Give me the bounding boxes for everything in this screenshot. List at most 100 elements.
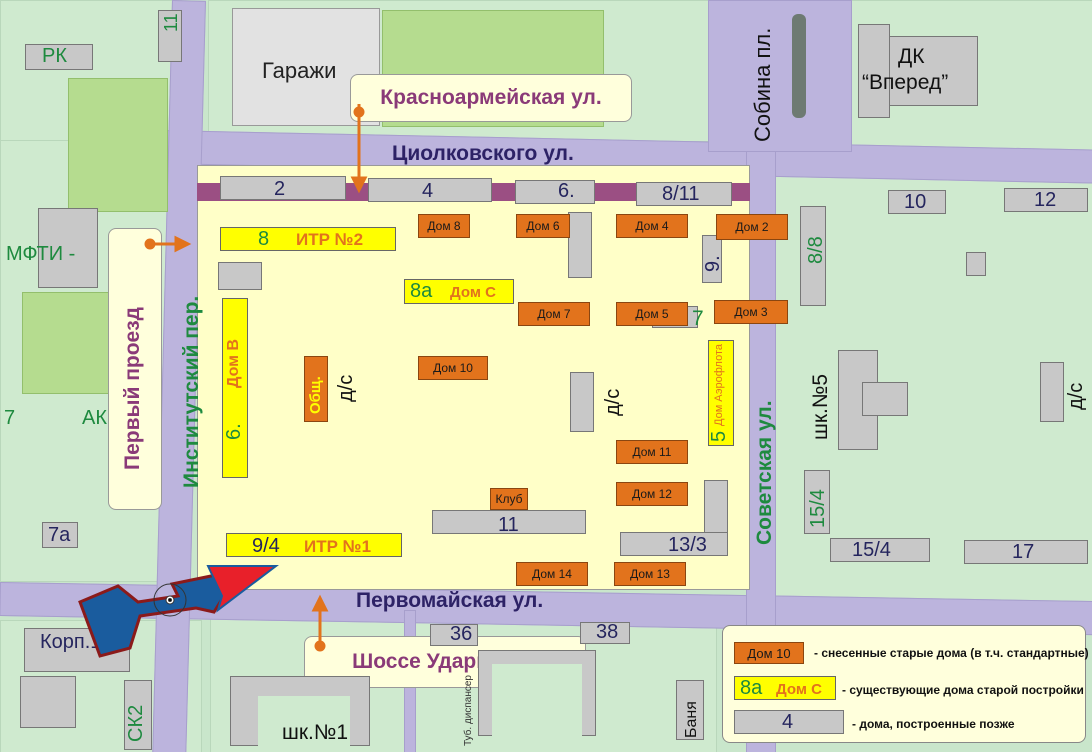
building-7a-label: 7а <box>48 524 71 546</box>
building-4-label: 4 <box>422 180 434 202</box>
dom4: Дом 4 <box>616 214 688 238</box>
dom14: Дом 14 <box>516 562 588 586</box>
callout-connector-shosse <box>311 594 329 652</box>
building-38 <box>580 622 630 644</box>
building-small-right <box>966 252 986 276</box>
building-17-label: 17 <box>1012 541 1035 563</box>
sk2-building <box>124 680 152 750</box>
dom5: Дом 5 <box>616 302 688 326</box>
building-ds-middle <box>570 372 594 432</box>
obshch-building <box>304 356 328 422</box>
building-12 <box>1004 188 1088 212</box>
building-6-wing <box>568 212 592 278</box>
mfti-building <box>38 208 98 288</box>
domc-name: Дом С <box>450 284 496 301</box>
legend-item2-num: 8а <box>740 677 763 699</box>
building-6-label: 6. <box>558 180 575 202</box>
building-6 <box>515 180 595 204</box>
ak-label: АК <box>82 407 107 429</box>
legend-yellow-swatch <box>734 676 836 700</box>
building-13-3 <box>620 532 728 556</box>
dk-label-line1: ДК <box>898 45 925 68</box>
legend-item1-text: - снесенные старые дома (в т.ч. стандарт… <box>814 646 1089 660</box>
school1-courtyard <box>258 696 350 752</box>
building-2 <box>220 176 346 200</box>
itr2-building <box>220 227 396 251</box>
dom2: Дом 2 <box>716 214 788 240</box>
green-area-left-mid <box>22 292 110 394</box>
legend-orange-swatch: Дом 10 <box>734 642 804 664</box>
garages-label: Гаражи <box>262 58 337 83</box>
building-10 <box>888 190 946 214</box>
itr1-building <box>226 533 402 557</box>
building-36-label: 36 <box>450 623 473 645</box>
building-11-label: 11 <box>498 514 519 536</box>
domb-building <box>222 298 248 478</box>
legend-gray-swatch <box>734 710 844 734</box>
legend-item2-text: - существующие дома старой постройки <box>842 683 1084 697</box>
callout-pervy-proezd <box>108 228 162 510</box>
building-8-11 <box>636 182 732 206</box>
itr1-number: 9/4 <box>252 535 280 557</box>
building-7a <box>42 522 78 548</box>
callout-krasnoarmeyskaya: Красноармейская ул. <box>350 74 632 122</box>
banya-building <box>676 680 704 740</box>
legend-item3-label: 4 <box>782 711 794 733</box>
building-38-label: 38 <box>596 621 619 643</box>
domc-building <box>404 279 514 304</box>
building-36 <box>430 624 478 646</box>
domc-number: 8а <box>410 280 433 302</box>
building-7-left-label: 7 <box>4 407 16 429</box>
sobina-median <box>792 14 806 118</box>
building-bottom-left <box>20 676 76 728</box>
school1-label: шк.№1 <box>282 721 349 744</box>
itr2-name: ИТР №2 <box>296 230 364 249</box>
callout-connector-pervy-proezd <box>144 235 192 253</box>
rk-label: РК <box>42 45 67 67</box>
dom6: Дом 6 <box>516 214 570 238</box>
legend-item3-text: - дома, построенные позже <box>852 717 1015 731</box>
direction-arrow-icon <box>78 565 279 658</box>
itr1-name: ИТР №1 <box>304 537 372 556</box>
building-7-label: 7 <box>692 307 704 330</box>
building-15-4-label: 15/4 <box>852 539 891 561</box>
building-9 <box>702 235 722 283</box>
dom13: Дом 13 <box>614 562 686 586</box>
building-17 <box>964 540 1088 564</box>
klub: Клуб <box>490 488 528 510</box>
dom7: Дом 7 <box>518 302 590 326</box>
street-pervomayskaya: Первомайская ул. <box>356 589 544 612</box>
crosshair-icon <box>153 583 187 617</box>
dom10: Дом 10 <box>418 356 488 380</box>
building-ds-right <box>1040 362 1064 422</box>
building-15-4 <box>830 538 930 562</box>
building-left-small <box>218 262 262 290</box>
building-tub-inner <box>492 664 582 736</box>
building-8-11-label: 8/11 <box>662 183 700 205</box>
rk-building <box>25 44 93 70</box>
building-8-8 <box>800 206 826 306</box>
korpus1-label: Корп.1 <box>40 631 102 653</box>
building-13-3-label: 13/3 <box>668 534 707 556</box>
dk-wing <box>858 24 890 118</box>
street-tsiolkovskogo: Циолковского ул. <box>392 142 574 165</box>
itr2-number: 8 <box>258 228 270 250</box>
building-11 <box>432 510 586 534</box>
dk-label-line2: “Вперед” <box>862 71 949 94</box>
dom12: Дом 12 <box>616 482 688 506</box>
building-15-4-vert <box>804 470 830 534</box>
mfti-label: МФТИ - <box>6 243 76 265</box>
aeroflot-building <box>708 340 734 446</box>
building-4 <box>368 178 492 202</box>
building-2-label: 2 <box>274 178 286 200</box>
school5-wing <box>862 382 908 416</box>
road-sobina-square <box>708 0 852 152</box>
building-12-label: 12 <box>1034 189 1057 211</box>
legend-item2-label: Дом С <box>776 681 822 698</box>
dom3: Дом 3 <box>714 300 788 324</box>
building-11-top <box>158 10 182 62</box>
green-area-left-top <box>68 78 168 212</box>
dom11: Дом 11 <box>616 440 688 464</box>
